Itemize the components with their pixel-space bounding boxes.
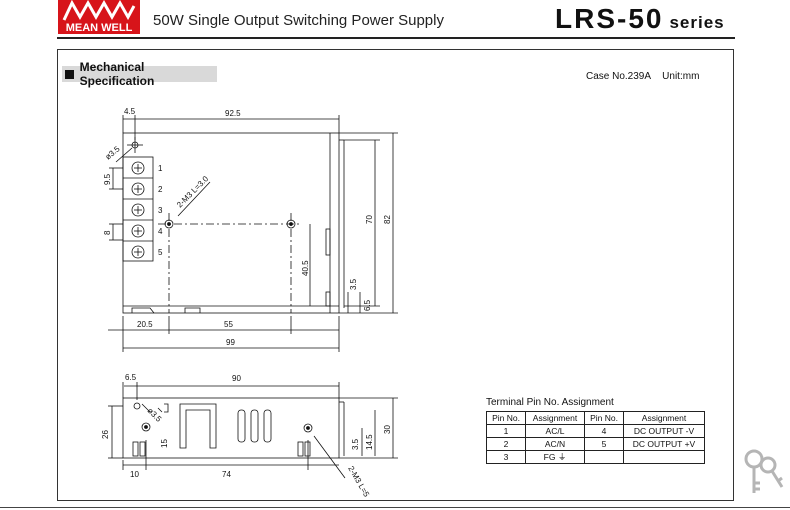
table-row: 3 FG ⏚ [486, 450, 705, 464]
pin-table-caption: Terminal Pin No. Assignment [486, 397, 614, 408]
side-dim-14-5: 14.5 [365, 434, 374, 450]
product-title: 50W Single Output Switching Power Supply [153, 12, 444, 29]
table-cell: AC/N [525, 437, 585, 451]
column-header: Pin No. [486, 411, 526, 425]
table-cell [584, 450, 624, 464]
dim-82: 82 [383, 215, 392, 224]
side-view [108, 382, 398, 479]
bullet-square-icon [65, 69, 74, 79]
side-dim-26: 26 [101, 430, 110, 439]
dim-92-5: 92.5 [225, 109, 241, 118]
spec-frame [57, 49, 734, 501]
dim-99: 99 [226, 338, 235, 347]
table-cell [623, 450, 705, 464]
side-dim-phi-3-5: ø3.5 [146, 406, 164, 424]
terminal-number: 1 [158, 164, 163, 173]
unit-label: Unit:mm [662, 71, 700, 82]
model-name: LRS-50 [555, 3, 664, 34]
brand-text: MEAN WELL [66, 22, 133, 34]
terminal-number: 2 [158, 185, 163, 194]
table-cell: 2 [486, 437, 526, 451]
bottom-rule [0, 507, 790, 508]
column-header: Assignment [623, 411, 705, 425]
table-row: 2 AC/N 5 DC OUTPUT +V [486, 437, 705, 451]
side-dim-90: 90 [232, 374, 241, 383]
top-view-labels: 1 2 3 4 5 4.5 92.5 9.5 8 ø3.5 2-M3 L=3.0… [103, 107, 392, 347]
table-cell: 4 [584, 424, 624, 438]
dim-20-5: 20.5 [137, 320, 153, 329]
table-cell: DC OUTPUT +V [623, 437, 705, 451]
side-dim-74: 74 [222, 470, 231, 479]
model-title: LRS-50 series [555, 3, 725, 35]
model-series: series [669, 13, 725, 32]
side-dim-15: 15 [160, 439, 169, 448]
dim-70: 70 [365, 215, 374, 224]
column-header: Assignment [525, 411, 585, 425]
case-number: Case No.239A [586, 71, 652, 82]
mean-well-logo: MEAN WELL [58, 0, 140, 34]
dim-4-5: 4.5 [124, 107, 136, 116]
table-row: 1 AC/L 4 DC OUTPUT -V [486, 424, 705, 438]
top-view [108, 115, 398, 352]
table-cell: 5 [584, 437, 624, 451]
case-info: Case No.239A Unit:mm [586, 71, 699, 82]
table-cell: 1 [486, 424, 526, 438]
side-dim-10: 10 [130, 470, 139, 479]
dim-3-5: 3.5 [349, 278, 358, 290]
dim-55: 55 [224, 320, 233, 329]
side-dim-6-5: 6.5 [125, 373, 137, 382]
dim-9-5: 9.5 [103, 173, 112, 185]
table-cell: DC OUTPUT -V [623, 424, 705, 438]
dim-40-5: 40.5 [301, 260, 310, 276]
side-dim-30: 30 [383, 425, 392, 434]
pin-assignment-table: Pin No. Assignment Pin No. Assignment 1 … [486, 411, 705, 464]
side-dim-m3: 2-M3 L=5 [346, 465, 371, 499]
terminal-number: 3 [158, 206, 163, 215]
dim-6-5: 6.5 [363, 299, 372, 311]
side-dim-3-5: 3.5 [351, 438, 360, 450]
terminal-screws [131, 161, 145, 259]
dim-m3: 2-M3 L=3.0 [175, 174, 211, 210]
terminal-number: 4 [158, 227, 163, 236]
section-heading: Mechanical Specification [62, 60, 217, 88]
table-header-row: Pin No. Assignment Pin No. Assignment [486, 411, 705, 425]
table-cell: 3 [486, 450, 526, 464]
keys-icon [744, 449, 784, 493]
header-rule [57, 37, 735, 39]
table-cell: FG ⏚ [525, 450, 585, 464]
section-title: Mechanical Specification [79, 60, 155, 88]
dim-8: 8 [103, 230, 112, 235]
column-header: Pin No. [584, 411, 624, 425]
table-cell: AC/L [525, 424, 585, 438]
terminal-number: 5 [158, 248, 163, 257]
side-view-labels: 6.5 90 ø3.5 26 15 3.5 14.5 30 10 74 2-M3… [101, 373, 392, 499]
